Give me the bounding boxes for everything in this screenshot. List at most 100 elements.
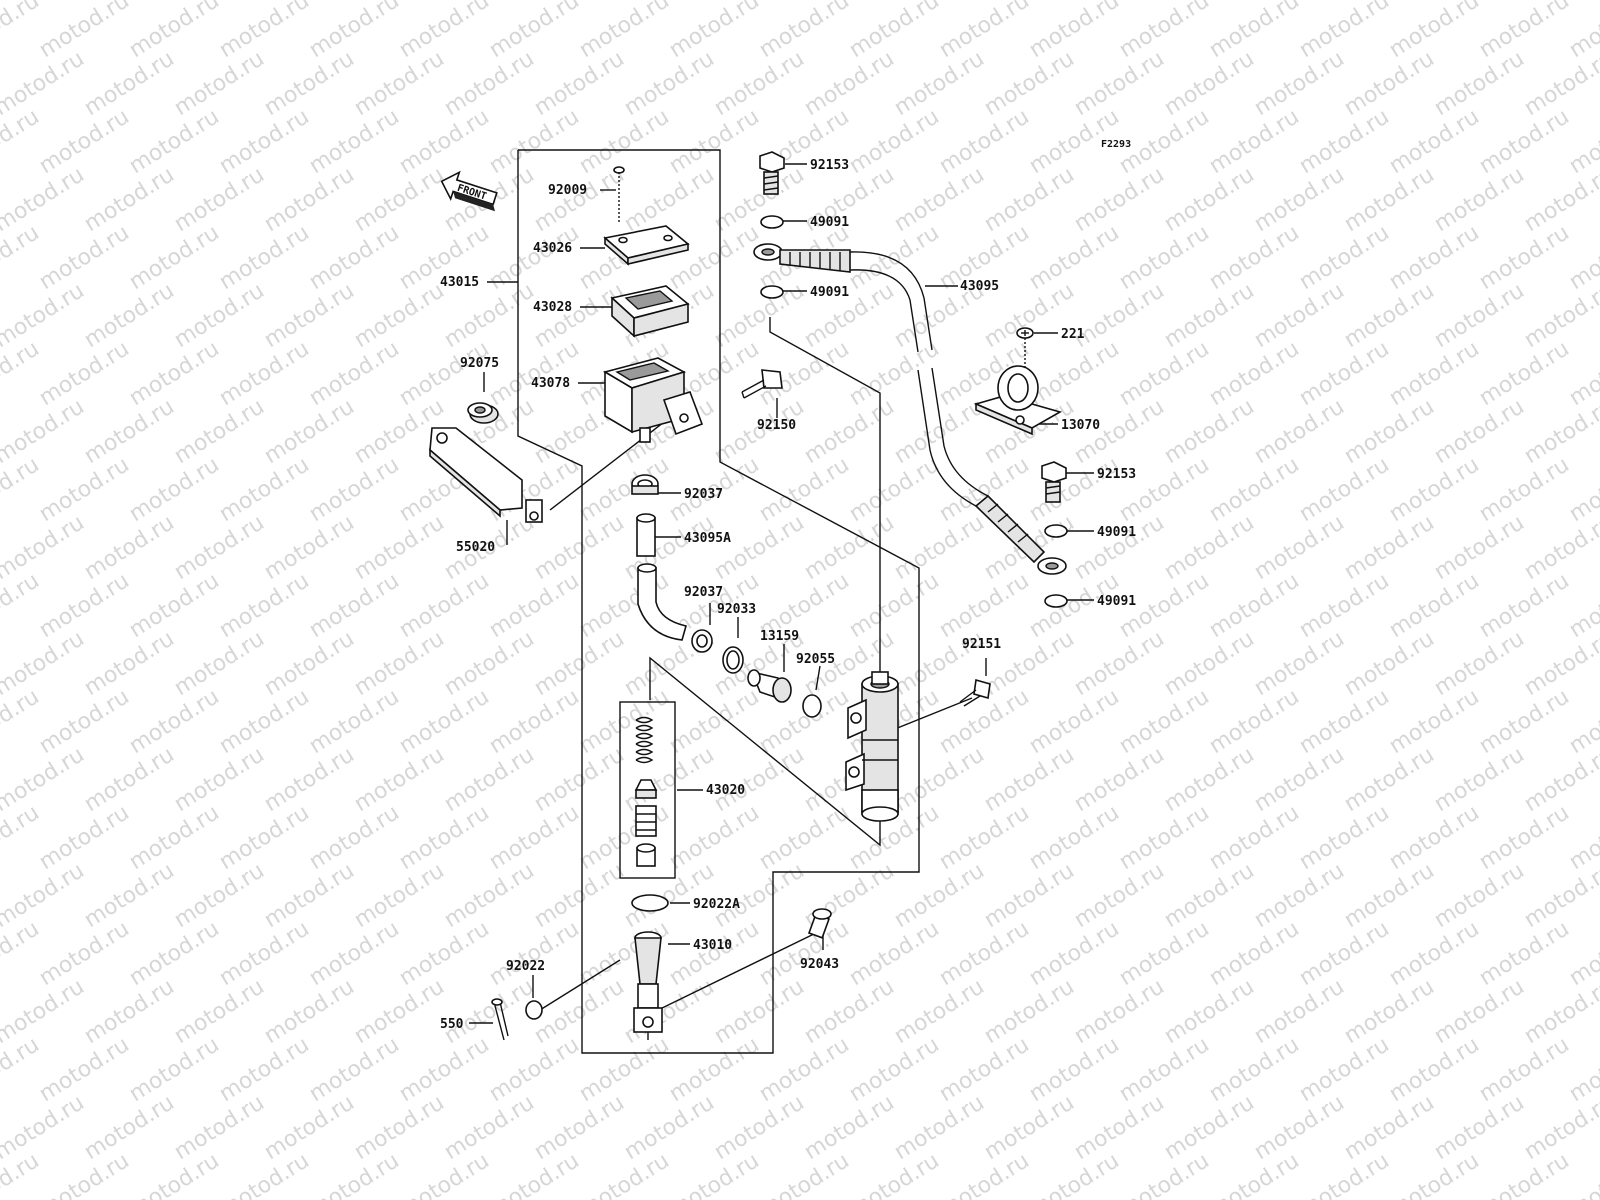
watermark-text: motod.ru [1160,162,1259,237]
watermark-text: motod.ru [1340,974,1439,1049]
watermark-text: motod.ru [215,0,314,63]
watermark-text: motod.ru [845,0,944,63]
watermark-text: motod.ru [845,1148,944,1200]
watermark-text: motod.ru [1430,278,1529,353]
watermark-text: motod.ru [1385,1148,1484,1200]
part-label: 55020 [456,540,495,555]
watermark-text: motod.ru [1385,104,1484,179]
part-label: 13159 [760,629,799,644]
watermark-text: motod.ru [530,626,629,701]
watermark-text: motod.ru [305,684,404,759]
watermark-text: motod.ru [80,394,179,469]
watermark-text: motod.ru [575,452,674,527]
watermark-text: motod.ru [710,46,809,121]
watermark-text: motod.ru [845,104,944,179]
watermark-text: motod.ru [215,336,314,411]
watermark-text: motod.ru [305,916,404,991]
watermark-text: motod.ru [260,394,359,469]
clevis-pin-92043-icon [807,908,832,939]
watermark-text: motod.ru [1205,916,1304,991]
watermark-text: motod.ru [1385,568,1484,643]
watermark-text: motod.ru [980,742,1079,817]
figure-code: F2293 [1101,139,1131,150]
watermark-text: motod.ru [1025,1148,1124,1200]
part-label: 92037 [684,585,723,600]
watermark-text: motod.ru [800,510,899,585]
watermark-text: motod.ru [1340,278,1439,353]
watermark-text: motod.ru [1025,0,1124,63]
watermark-text: motod.ru [305,220,404,295]
watermark-text: motod.ru [1115,452,1214,527]
watermark-text: motod.ru [1430,974,1529,1049]
watermark-text: motod.ru [395,916,494,991]
watermark-text: motod.ru [170,162,269,237]
watermark-text: motod.ru [1295,0,1394,63]
watermark-text: motod.ru [485,800,584,875]
watermark-text: motod.ru [170,1090,269,1165]
watermark-text: motod.ru [935,452,1034,527]
watermark-text: motod.ru [125,1032,224,1107]
part-label: 13070 [1061,418,1100,433]
master-cylinder-group-outline [517,149,920,1054]
watermark-text: motod.ru [1070,742,1169,817]
part-label: 43010 [693,938,732,953]
leader-lines [469,163,1094,1024]
watermark-text: motod.ru [170,858,269,933]
watermark-text: motod.ru [1250,858,1349,933]
watermark-text: motod.ru [845,220,944,295]
watermark-text: motod.ru [1475,1148,1574,1200]
washer-92022-icon [525,1000,543,1020]
watermark-text: motod.ru [215,452,314,527]
watermark-text: motod.ru [1295,800,1394,875]
screw-92009-icon [613,166,625,222]
watermark-text: motod.ru [35,104,134,179]
watermark-text: motod.ru [1430,394,1529,469]
watermark-text: motod.ru [1160,278,1259,353]
watermark-text: motod.ru [1475,916,1574,991]
watermark-text: motod.ru [1025,1032,1124,1107]
watermark-text: motod.ru [215,568,314,643]
watermark-text: motod.ru [80,626,179,701]
part-label: 43020 [706,783,745,798]
watermark-text: motod.ru [305,452,404,527]
watermark-text: motod.ru [1340,162,1439,237]
circlip-92022a-icon [631,894,669,912]
watermark-text: motod.ru [1475,0,1574,63]
watermark-text: motod.ru [395,336,494,411]
banjo-bolt-92153-icon [759,151,785,195]
watermark-text: motod.ru [980,974,1079,1049]
watermark-text: motod.ru [1205,104,1304,179]
watermark-text: motod.ru [620,858,719,933]
watermark-text: motod.ru [1070,510,1169,585]
watermark-text: motod.ru [1070,974,1169,1049]
watermark-text: motod.ru [1250,162,1349,237]
watermark-text: motod.ru [1115,684,1214,759]
watermark-text: motod.ru [1340,858,1439,933]
watermark-text: motod.ru [80,742,179,817]
watermark-text: motod.ru [800,394,899,469]
watermark-text: motod.ru [1295,568,1394,643]
watermark-text: motod.ru [80,162,179,237]
hose-group-outline [649,317,881,847]
watermark-text: motod.ru [1205,568,1304,643]
watermark-text: motod.ru [575,800,674,875]
watermark-text: motod.ru [170,626,269,701]
watermark-text: motod.ru [260,278,359,353]
watermark-text: motod.ru [1070,162,1169,237]
watermark-text: motod.ru [35,1032,134,1107]
watermark-text: motod.ru [1250,510,1349,585]
part-labels: F2293 92009 43026 43028 43015 92075 4307… [440,139,1136,1032]
watermark-text: motod.ru [305,568,404,643]
watermark-text: motod.ru [1295,1032,1394,1107]
watermark-text: motod.ru [1340,46,1439,121]
watermark-text: motod.ru [710,510,809,585]
watermark-text: motod.ru [935,0,1034,63]
watermark-text: motod.ru [665,1032,764,1107]
watermark-text: motod.ru [1475,220,1574,295]
watermark-text: motod.ru [620,742,719,817]
watermark-text: motod.ru [530,46,629,121]
part-label: 43095A [684,531,731,546]
watermark-text: motod.ru [665,220,764,295]
watermark-text: motod.ru [575,684,674,759]
